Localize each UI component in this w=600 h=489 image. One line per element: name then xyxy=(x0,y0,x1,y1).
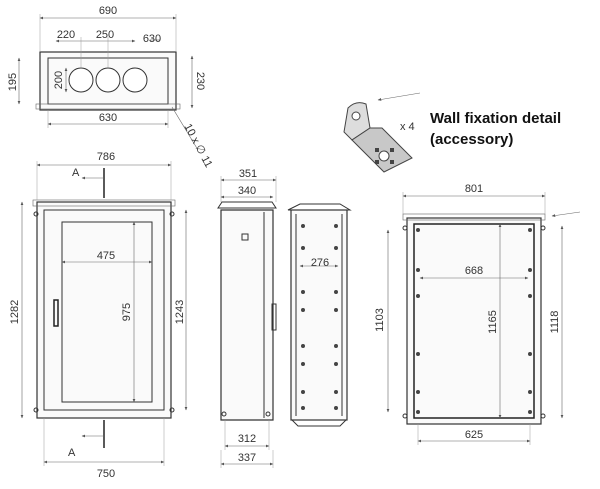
side-handle-icon xyxy=(271,303,277,331)
dim-width-overall: 690 xyxy=(99,5,117,17)
mounting-dots xyxy=(301,224,338,410)
section-label-top: A xyxy=(72,167,80,179)
accessory-title-line2: (accessory) xyxy=(430,131,513,148)
dim-side-width-top-outer: 351 xyxy=(239,168,257,180)
dim-spacing-mid: 250 xyxy=(96,29,114,41)
rear-view-outline xyxy=(406,217,542,425)
side-view: 351 340 312 337 xyxy=(217,168,277,468)
dim-depth-left: 195 xyxy=(7,73,19,91)
dim-front-width-top: 786 xyxy=(97,151,115,163)
dim-side-width-bottom-inner: 312 xyxy=(238,433,256,445)
cable-entry-hole xyxy=(68,67,94,93)
wall-fixation-accessory: x 4 Wall fixation detail (accessory) xyxy=(343,92,561,173)
door-handle-icon xyxy=(53,299,59,327)
section-label-bottom: A xyxy=(68,447,76,459)
cable-entry-hole xyxy=(95,67,121,93)
side-view-outline xyxy=(220,209,274,421)
top-view-flange xyxy=(35,103,181,110)
dim-fixing-holes: 10 x ∅ 11 xyxy=(181,122,214,170)
dim-section-inner-width: 276 xyxy=(311,257,329,269)
dim-side-width-top-inner: 340 xyxy=(238,185,256,197)
front-glass-window xyxy=(61,221,153,403)
dim-rear-width-top: 801 xyxy=(465,183,483,195)
section-view-outline xyxy=(290,209,348,421)
dim-side-width-bottom-outer: 337 xyxy=(238,452,256,464)
top-view: 690 220 250 630 195 200 230 630 10 x ∅ 1… xyxy=(7,5,214,170)
front-view: A A 786 1282 475 975 1243 750 xyxy=(9,151,188,480)
dim-depth-right: 630 xyxy=(143,33,161,45)
accessory-title-line1: Wall fixation detail xyxy=(430,110,561,127)
dim-rear-height-right: 1118 xyxy=(549,311,561,334)
dim-front-height-inner: 1243 xyxy=(174,300,186,324)
rear-pointer-arrow xyxy=(551,211,581,217)
bracket-icon xyxy=(343,102,413,173)
dim-glass-height: 975 xyxy=(121,303,133,321)
dim-hole-dia: 200 xyxy=(53,71,65,89)
rear-view: 801 668 1103 1165 1118 625 xyxy=(374,183,581,445)
dim-rear-width-bottom: 625 xyxy=(465,429,483,441)
accessory-pointer-arrow xyxy=(377,92,421,101)
dim-height-right: 230 xyxy=(194,72,206,90)
dim-front-height-overall: 1282 xyxy=(9,300,21,324)
dim-rear-height-inner: 1165 xyxy=(487,310,499,334)
cable-entry-hole xyxy=(122,67,148,93)
front-view-outline xyxy=(36,201,172,419)
dim-rear-inner-width: 668 xyxy=(465,265,483,277)
accessory-quantity: x 4 xyxy=(400,121,415,133)
dim-rear-height-left: 1103 xyxy=(374,308,386,332)
section-view: 276 xyxy=(287,203,352,427)
dim-glass-width: 475 xyxy=(97,250,115,262)
dim-front-width-bottom: 750 xyxy=(97,468,115,480)
rear-fixing-points xyxy=(416,228,532,414)
dim-width-bottom: 630 xyxy=(99,112,117,124)
rear-mounting-frame xyxy=(413,223,535,419)
dim-spacing-left: 220 xyxy=(57,29,75,41)
front-door-frame xyxy=(43,209,165,411)
